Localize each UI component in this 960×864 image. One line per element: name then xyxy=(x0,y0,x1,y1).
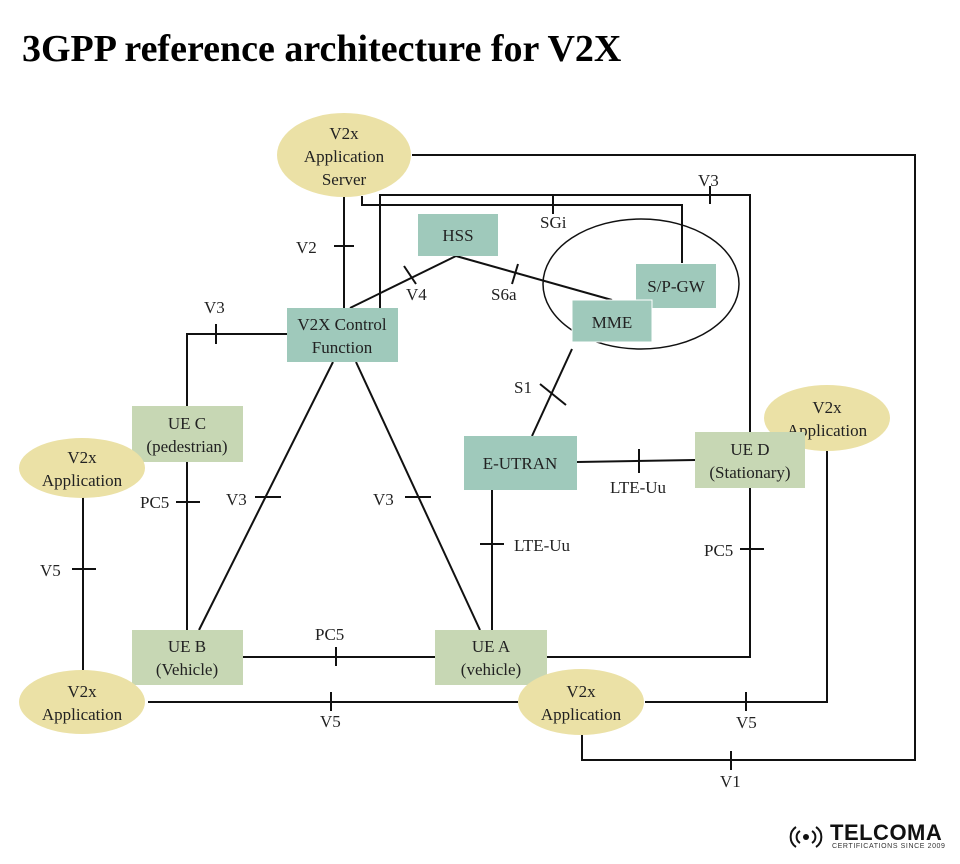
v2-label: V2 xyxy=(296,238,317,257)
signal-waves-icon xyxy=(789,826,823,848)
lte-uu-h-label: LTE-Uu xyxy=(610,478,667,497)
ue-d-label-2: (Stationary) xyxy=(709,463,790,482)
hss-label: HSS xyxy=(442,226,473,245)
node-mme[interactable]: MME xyxy=(571,299,653,343)
app-bottom-left-label-2: Application xyxy=(42,705,123,724)
v5-bottom-label: V5 xyxy=(320,712,341,731)
v3-tri-right-label: V3 xyxy=(373,490,394,509)
node-ue-b[interactable]: UE B (Vehicle) xyxy=(132,630,243,685)
v4-tick xyxy=(403,265,417,285)
v1-link xyxy=(412,154,916,761)
v3-tri-left-label: V3 xyxy=(226,490,247,509)
v1-label: V1 xyxy=(720,772,741,791)
node-ue-a[interactable]: UE A (vehicle) xyxy=(435,630,547,685)
app-bottom-center-label-2: Application xyxy=(541,705,622,724)
logo-tagline: CERTIFICATIONS SINCE 2009 xyxy=(832,843,946,850)
v3-top-label: V3 xyxy=(698,171,719,190)
node-ue-c[interactable]: UE C (pedestrian) xyxy=(132,406,243,462)
logo-name: TELCOMA xyxy=(830,820,943,845)
epc-core-ellipse xyxy=(542,218,740,350)
app-left-label-1: V2x xyxy=(67,448,97,467)
v4-label: V4 xyxy=(406,285,427,304)
ue-c-label-2: (pedestrian) xyxy=(146,437,227,456)
pc5-left-label: PC5 xyxy=(140,493,169,512)
node-app-bottom-center[interactable]: V2x Application xyxy=(518,669,644,735)
app-server-label-2: Application xyxy=(304,147,385,166)
v2x-cf-label-1: V2X Control xyxy=(297,315,387,334)
s6a-label: S6a xyxy=(491,285,517,304)
ue-a-label-1: UE A xyxy=(472,637,511,656)
pc5-bottom-label: PC5 xyxy=(315,625,344,644)
app-right-label-2: Application xyxy=(787,421,868,440)
mme-label: MME xyxy=(592,313,633,332)
interface-labels: V2 V3 SGi V4 S6a V3 S1 V3 V3 LTE-Uu LTE-… xyxy=(40,171,757,791)
app-server-label-3: Server xyxy=(322,170,367,189)
s1-tick xyxy=(539,383,567,406)
sgi-link xyxy=(361,196,683,263)
node-app-left[interactable]: V2x Application xyxy=(19,438,145,498)
node-v2x-control-function[interactable]: V2X Control Function xyxy=(287,308,398,362)
ue-b-label-2: (Vehicle) xyxy=(156,660,218,679)
v5-right-label: V5 xyxy=(736,713,757,732)
app-server-label-1: V2x xyxy=(329,124,359,143)
lte-uu-v-label: LTE-Uu xyxy=(514,536,571,555)
sgi-label: SGi xyxy=(540,213,567,232)
page-title: 3GPP reference architecture for V2X xyxy=(22,28,622,70)
app-right-label-1: V2x xyxy=(812,398,842,417)
node-app-bottom-left[interactable]: V2x Application xyxy=(19,670,145,734)
v5-right-link xyxy=(645,450,828,703)
app-bottom-center-label-1: V2x xyxy=(566,682,596,701)
node-eutran[interactable]: E-UTRAN xyxy=(464,436,577,490)
v3-left-link xyxy=(186,333,287,406)
lte-uu-h-link xyxy=(576,459,696,463)
app-left-label-2: Application xyxy=(42,471,123,490)
sp-gw-label: S/P-GW xyxy=(647,277,706,296)
ue-d-label-1: UE D xyxy=(730,440,769,459)
s6a-tick xyxy=(511,263,519,285)
node-app-server[interactable]: V2x Application Server xyxy=(277,113,411,197)
eutran-label: E-UTRAN xyxy=(483,454,558,473)
node-ue-d[interactable]: UE D (Stationary) xyxy=(695,432,805,488)
node-hss[interactable]: HSS xyxy=(418,214,498,256)
ue-b-label-1: UE B xyxy=(168,637,206,656)
v5-left-label: V5 xyxy=(40,561,61,580)
telcoma-logo: TELCOMA CERTIFICATIONS SINCE 2009 xyxy=(788,820,946,856)
s1-label: S1 xyxy=(514,378,532,397)
interface-ticks xyxy=(72,186,764,770)
v4-link xyxy=(349,255,457,309)
pc5-right-link xyxy=(547,488,751,658)
app-bottom-left-label-1: V2x xyxy=(67,682,97,701)
v3-left-label: V3 xyxy=(204,298,225,317)
ue-a-label-2: (vehicle) xyxy=(461,660,521,679)
v2x-cf-label-2: Function xyxy=(312,338,373,357)
v3-top-link xyxy=(379,194,751,432)
s6a-link xyxy=(455,255,613,301)
pc5-right-label: PC5 xyxy=(704,541,733,560)
ue-c-label-1: UE C xyxy=(168,414,206,433)
